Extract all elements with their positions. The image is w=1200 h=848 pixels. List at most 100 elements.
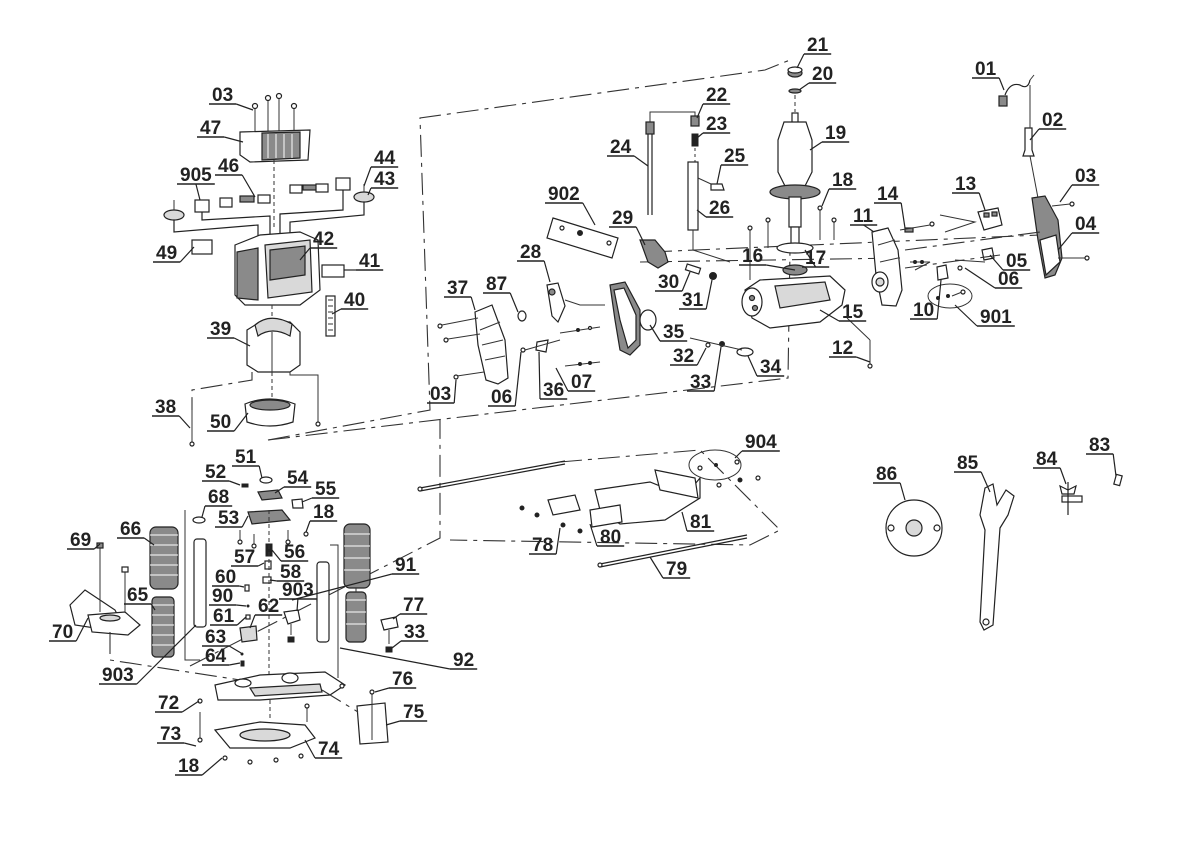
handle-screws [437, 317, 485, 380]
dust-port-part-70 [69, 589, 141, 636]
part-number-text: 78 [532, 535, 553, 556]
part-label-81: 81 [681, 511, 715, 533]
part-label-92: 92 [339, 647, 478, 671]
base-plate-screws [222, 753, 304, 765]
leader-line [236, 604, 247, 607]
part-label-901: 901 [954, 304, 1015, 328]
guide-fence-group [417, 449, 761, 568]
leader-line [696, 347, 707, 366]
part-label-32: 32 [670, 346, 707, 367]
part-label-50: 50 [207, 412, 249, 433]
part-number-text: 39 [210, 319, 231, 340]
top-cover-screws [251, 92, 298, 136]
accessories-group [885, 473, 1123, 631]
base-plate-part-74 [213, 721, 316, 749]
part-label-33: 33 [687, 346, 722, 393]
knob-part-903 [283, 609, 301, 625]
leader-line [696, 103, 704, 119]
part-number-text: 31 [682, 290, 704, 311]
part-64 [240, 660, 245, 667]
right-handle-lines [904, 214, 1041, 271]
stator-part-39 [246, 317, 301, 373]
leader-line [150, 603, 156, 611]
knob-part-77 [380, 616, 399, 631]
guide-column-left [193, 538, 207, 628]
brush-parts [163, 177, 375, 245]
part-label-905: 905 [177, 165, 215, 201]
leader-line [184, 742, 197, 747]
part-label-02: 02 [1029, 110, 1067, 141]
part-number-text: 22 [706, 85, 727, 106]
part-label-56: 56 [271, 542, 309, 563]
part-number-text: 61 [213, 606, 235, 627]
spring-part-52 [241, 483, 249, 488]
part-number-text: 11 [853, 206, 874, 227]
part-61 [245, 614, 251, 620]
part-label-54: 54 [274, 468, 312, 494]
part-label-36: 36 [538, 351, 568, 401]
base-part-72 [214, 671, 347, 701]
left-handle-group [437, 281, 754, 385]
leader-line [1057, 232, 1073, 251]
part-number-text: 56 [284, 542, 305, 563]
part-label-87: 87 [483, 274, 519, 313]
part-label-79: 79 [649, 556, 691, 580]
guide-rod-upper [417, 460, 566, 492]
part-number-text: 35 [663, 322, 685, 343]
part-number-text: 14 [877, 184, 899, 205]
top-cover-part-47 [239, 129, 311, 163]
part-label-68: 68 [201, 487, 233, 518]
leader-line [291, 573, 393, 601]
part-label-62: 62 [249, 596, 283, 629]
leader-line [201, 505, 206, 518]
part-label-18: 18 [175, 756, 223, 777]
part-57 [264, 560, 272, 570]
part-label-65: 65 [124, 585, 156, 611]
part-number-text: 77 [403, 595, 424, 616]
part-label-51: 51 [232, 447, 263, 479]
scale-part-40 [325, 295, 336, 337]
gear-housing-part-15 [741, 275, 846, 329]
leader-line [453, 379, 457, 404]
armature-part-19 [769, 112, 821, 248]
part-number-text: 21 [807, 35, 829, 56]
part-number-text: 36 [543, 380, 564, 401]
part-62 [239, 625, 258, 643]
part-number-text: 79 [666, 559, 687, 580]
part-label-22: 22 [696, 85, 731, 119]
leader-line [239, 585, 245, 588]
part-number-text: 905 [180, 165, 212, 186]
part-label-49: 49 [153, 243, 195, 264]
part-number-text: 13 [955, 174, 976, 195]
guide-rod-part-79 [597, 534, 748, 568]
part-number-text: 18 [178, 756, 199, 777]
leader-line [796, 53, 805, 69]
leader-line [809, 141, 823, 151]
leader-line [136, 624, 197, 685]
leader-line [713, 346, 722, 392]
motor-housing-group [163, 92, 375, 447]
part-number-text: 30 [658, 272, 679, 293]
part-number-text: 57 [234, 547, 255, 568]
part-label-14: 14 [874, 184, 906, 229]
handle-part-37 [474, 304, 509, 385]
part-number-text: 41 [359, 251, 381, 272]
part-number-text: 15 [842, 302, 864, 323]
leader-line [391, 640, 402, 649]
leader-line [705, 279, 713, 310]
part-number-text: 903 [102, 665, 134, 686]
knob-part-22 [690, 115, 700, 127]
leader-line [179, 246, 195, 263]
leader-line [304, 739, 316, 759]
part-label-84: 84 [1033, 449, 1067, 485]
part-label-61: 61 [210, 606, 247, 627]
handle-part-11 [871, 227, 903, 307]
part-number-text: 58 [280, 562, 301, 583]
washer-part-20 [788, 88, 802, 94]
part-number-text: 91 [395, 555, 417, 576]
leader-line [747, 355, 758, 377]
leader-line [998, 77, 1005, 91]
label-41 [321, 264, 345, 278]
washer-part-36 [535, 339, 549, 353]
